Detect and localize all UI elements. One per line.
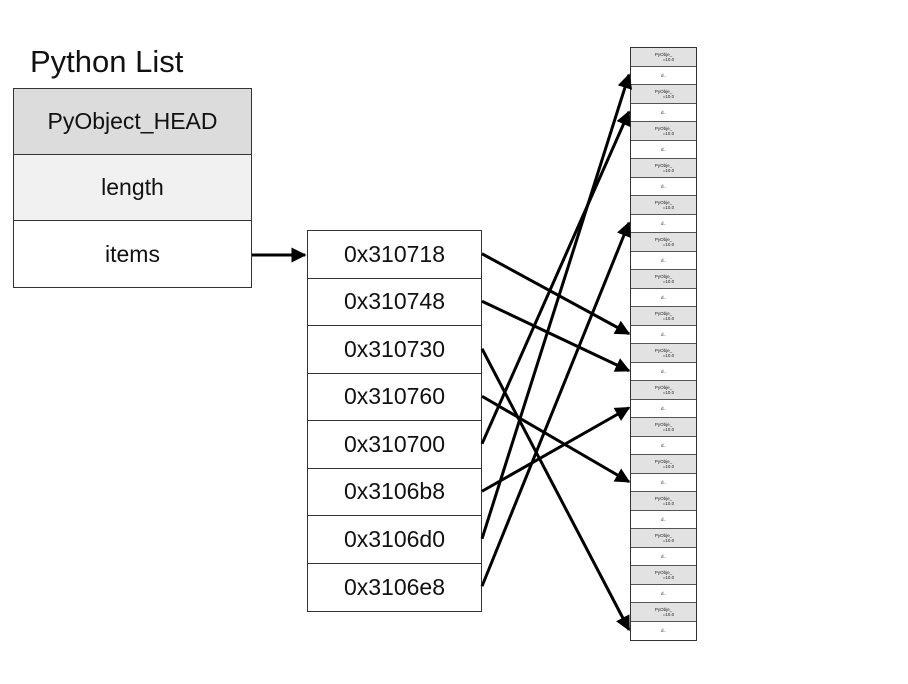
memory-data-cell: d.. — [631, 66, 696, 85]
memory-object-cell: PyObje_=10.0 — [631, 196, 696, 215]
memory-object-cell: PyObje_=10.0 — [631, 455, 696, 474]
memory-data-cell: d.. — [631, 473, 696, 492]
memory-object-cell: PyObje_=10.0 — [631, 344, 696, 363]
memory-object-cell: PyObje_=10.0 — [631, 418, 696, 437]
memory-object-type-label: PyObje_ — [654, 273, 673, 279]
memory-object-value-label: =10.0 — [662, 315, 675, 321]
memory-object-cell: PyObje_=10.0 — [631, 233, 696, 252]
memory-object-type-label: PyObje_ — [654, 51, 673, 57]
memory-object-value-label: =10.0 — [662, 167, 675, 173]
memory-object-cell: PyObje_=10.0 — [631, 529, 696, 548]
pointer-cell: 0x3106b8 — [308, 469, 481, 516]
memory-object-type-label: PyObje_ — [654, 88, 673, 94]
memory-data-cell: d.. — [631, 436, 696, 455]
memory-object-value-label: =10.0 — [662, 56, 675, 62]
pointer-cell: 0x310748 — [308, 279, 481, 326]
pointer-arrow — [480, 110, 631, 445]
pointer-cell: 0x310760 — [308, 374, 481, 421]
memory-object-value-label: =10.0 — [662, 241, 675, 247]
memory-data-cell: d.. — [631, 103, 696, 122]
memory-object-cell: PyObje_=10.0 — [631, 85, 696, 104]
memory-data-cell: d.. — [631, 325, 696, 344]
memory-object-cell: PyObje_=10.0 — [631, 122, 696, 141]
memory-data-cell: d.. — [631, 584, 696, 603]
memory-object-value-label: =10.0 — [662, 130, 675, 136]
pointer-cell: 0x3106d0 — [308, 516, 481, 564]
pointer-array: 0x310718 0x310748 0x310730 0x310760 0x31… — [307, 230, 482, 612]
memory-object-cell: PyObje_=10.0 — [631, 270, 696, 289]
memory-data-cell: d.. — [631, 547, 696, 566]
pointer-arrow — [480, 73, 633, 540]
memory-data-cell: d.. — [631, 510, 696, 529]
memory-object-cell: PyObje_=10.0 — [631, 48, 696, 67]
memory-object-type-label: PyObje_ — [654, 384, 673, 390]
memory-object-cell: PyObje_=10.0 — [631, 492, 696, 511]
memory-object-type-label: PyObje_ — [654, 310, 673, 316]
memory-data-cell: d.. — [631, 362, 696, 381]
memory-object-type-label: PyObje_ — [654, 606, 673, 612]
memory-object-type-label: PyObje_ — [654, 199, 673, 205]
memory-object-value-label: =10.0 — [662, 278, 675, 284]
memory-data-cell: d.. — [631, 288, 696, 307]
pointer-arrow — [480, 221, 631, 587]
memory-object-value-label: =10.0 — [662, 426, 675, 432]
pointer-cell: 0x310700 — [308, 421, 481, 469]
memory-object-value-label: =10.0 — [662, 500, 675, 506]
pointer-cell: 0x3106e8 — [343, 573, 446, 600]
memory-data-cell: d.. — [631, 177, 696, 196]
memory-object-type-label: PyObje_ — [654, 532, 673, 538]
memory-data-cell: d.. — [631, 140, 696, 159]
memory-object-type-label: PyObje_ — [654, 495, 673, 501]
pointer-arrow — [481, 394, 631, 484]
python-list-struct: PyObject_HEAD length items — [13, 88, 252, 288]
diagram-title: Python List — [30, 44, 184, 79]
memory-object-cell: PyObje_=10.0 — [631, 603, 696, 622]
memory-object-cell: PyObje_=10.0 — [631, 566, 696, 585]
pointer-cell: 0x310718 — [308, 231, 481, 279]
memory-object-value-label: =10.0 — [662, 463, 675, 469]
memory-object-cell: PyObje_=10.0 — [631, 159, 696, 178]
pointer-cell: 0x310730 — [308, 326, 481, 374]
struct-field-items: items — [14, 221, 251, 287]
pointer-arrow — [480, 348, 631, 632]
memory-object-type-label: PyObje_ — [654, 162, 673, 168]
pointer-arrow — [481, 406, 631, 493]
memory-object-type-label: PyObje_ — [654, 421, 673, 427]
memory-data-cell: d.. — [631, 251, 696, 270]
struct-field-length: length — [14, 155, 251, 221]
memory-object-cell: PyObje_=10.0 — [631, 307, 696, 326]
memory-object-value-label: =10.0 — [662, 93, 675, 99]
memory-object-value-label: =10.0 — [662, 574, 675, 580]
pointer-arrow — [481, 252, 631, 336]
memory-object-value-label: =10.0 — [662, 611, 675, 617]
memory-object-type-label: PyObje_ — [654, 236, 673, 242]
memory-object-type-label: PyObje_ — [654, 125, 673, 131]
memory-data-cell: d.. — [631, 214, 696, 233]
memory-object-type-label: PyObje_ — [654, 458, 673, 464]
struct-field-pyobject-head: PyObject_HEAD — [14, 89, 251, 155]
memory-object-type-label: PyObje_ — [654, 347, 673, 353]
memory-data-cell: d.. — [631, 399, 696, 418]
memory-object-value-label: =10.0 — [662, 204, 675, 210]
memory-object-value-label: =10.0 — [662, 537, 675, 543]
pointer-arrow — [481, 299, 631, 373]
memory-data-cell: d.. — [631, 621, 696, 640]
memory-object-cell: PyObje_=10.0 — [631, 381, 696, 400]
memory-object-value-label: =10.0 — [662, 352, 675, 358]
memory-object-type-label: PyObje_ — [654, 569, 673, 575]
memory-object-value-label: =10.0 — [662, 389, 675, 395]
